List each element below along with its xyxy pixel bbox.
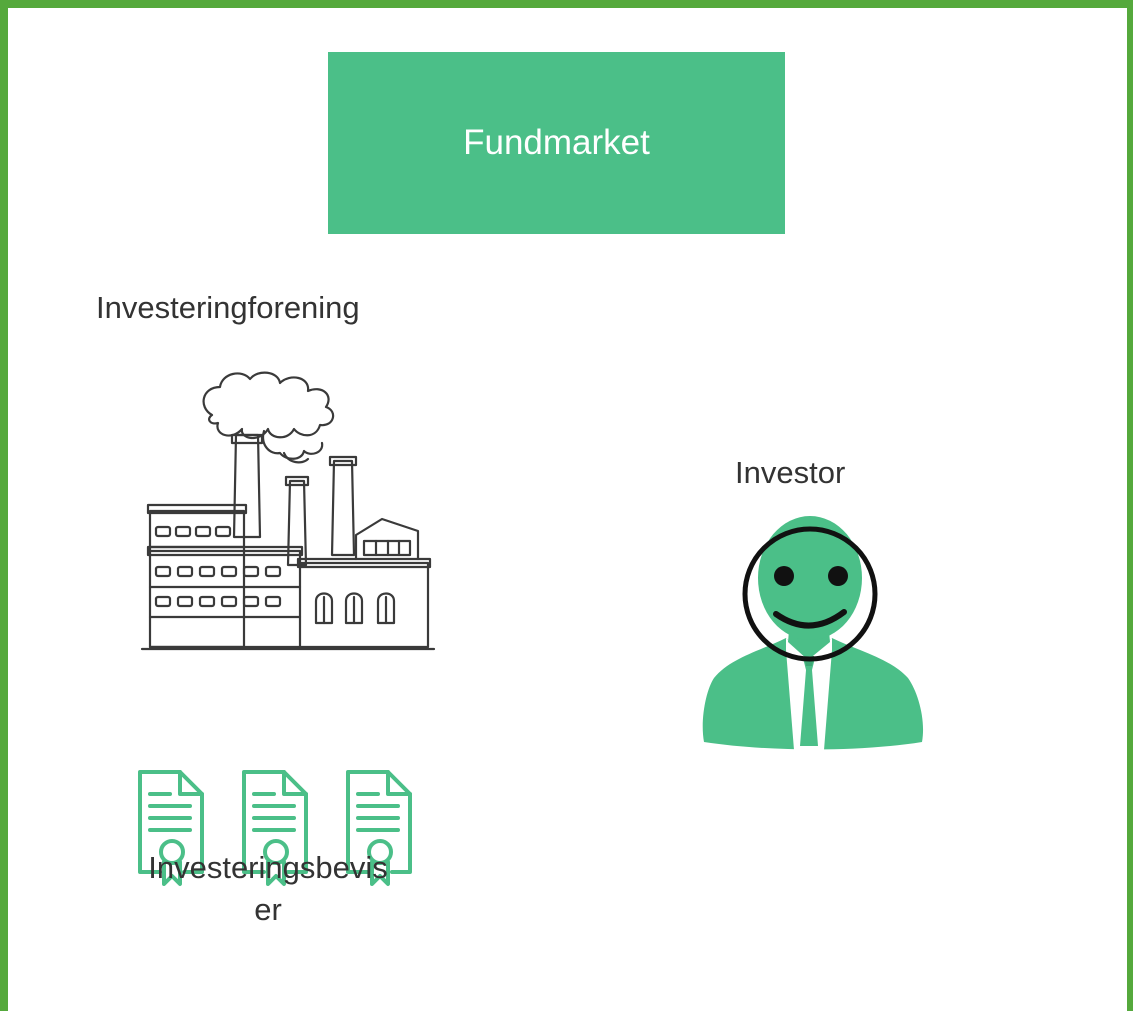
certificate-document-icon [138,770,204,886]
certificate-document-icon [346,770,412,886]
fundmarket-title: Fundmarket [463,123,650,162]
certificate-document-icon [242,770,308,886]
factory-icon [140,371,436,651]
investeringsbeviser-label-line2: er [254,892,282,927]
investeringsbeviser-label-line1: Investeringsbevis [148,850,388,885]
businessman-smiley-icon [702,516,924,750]
investeringforening-label: Investeringforening [96,290,360,325]
fundmarket-box: Fundmarket [328,52,785,234]
investor-label: Investor [735,455,846,490]
certificate-documents-group [138,770,412,886]
investeringsbeviser-label: Investeringsbevis er [128,847,408,931]
